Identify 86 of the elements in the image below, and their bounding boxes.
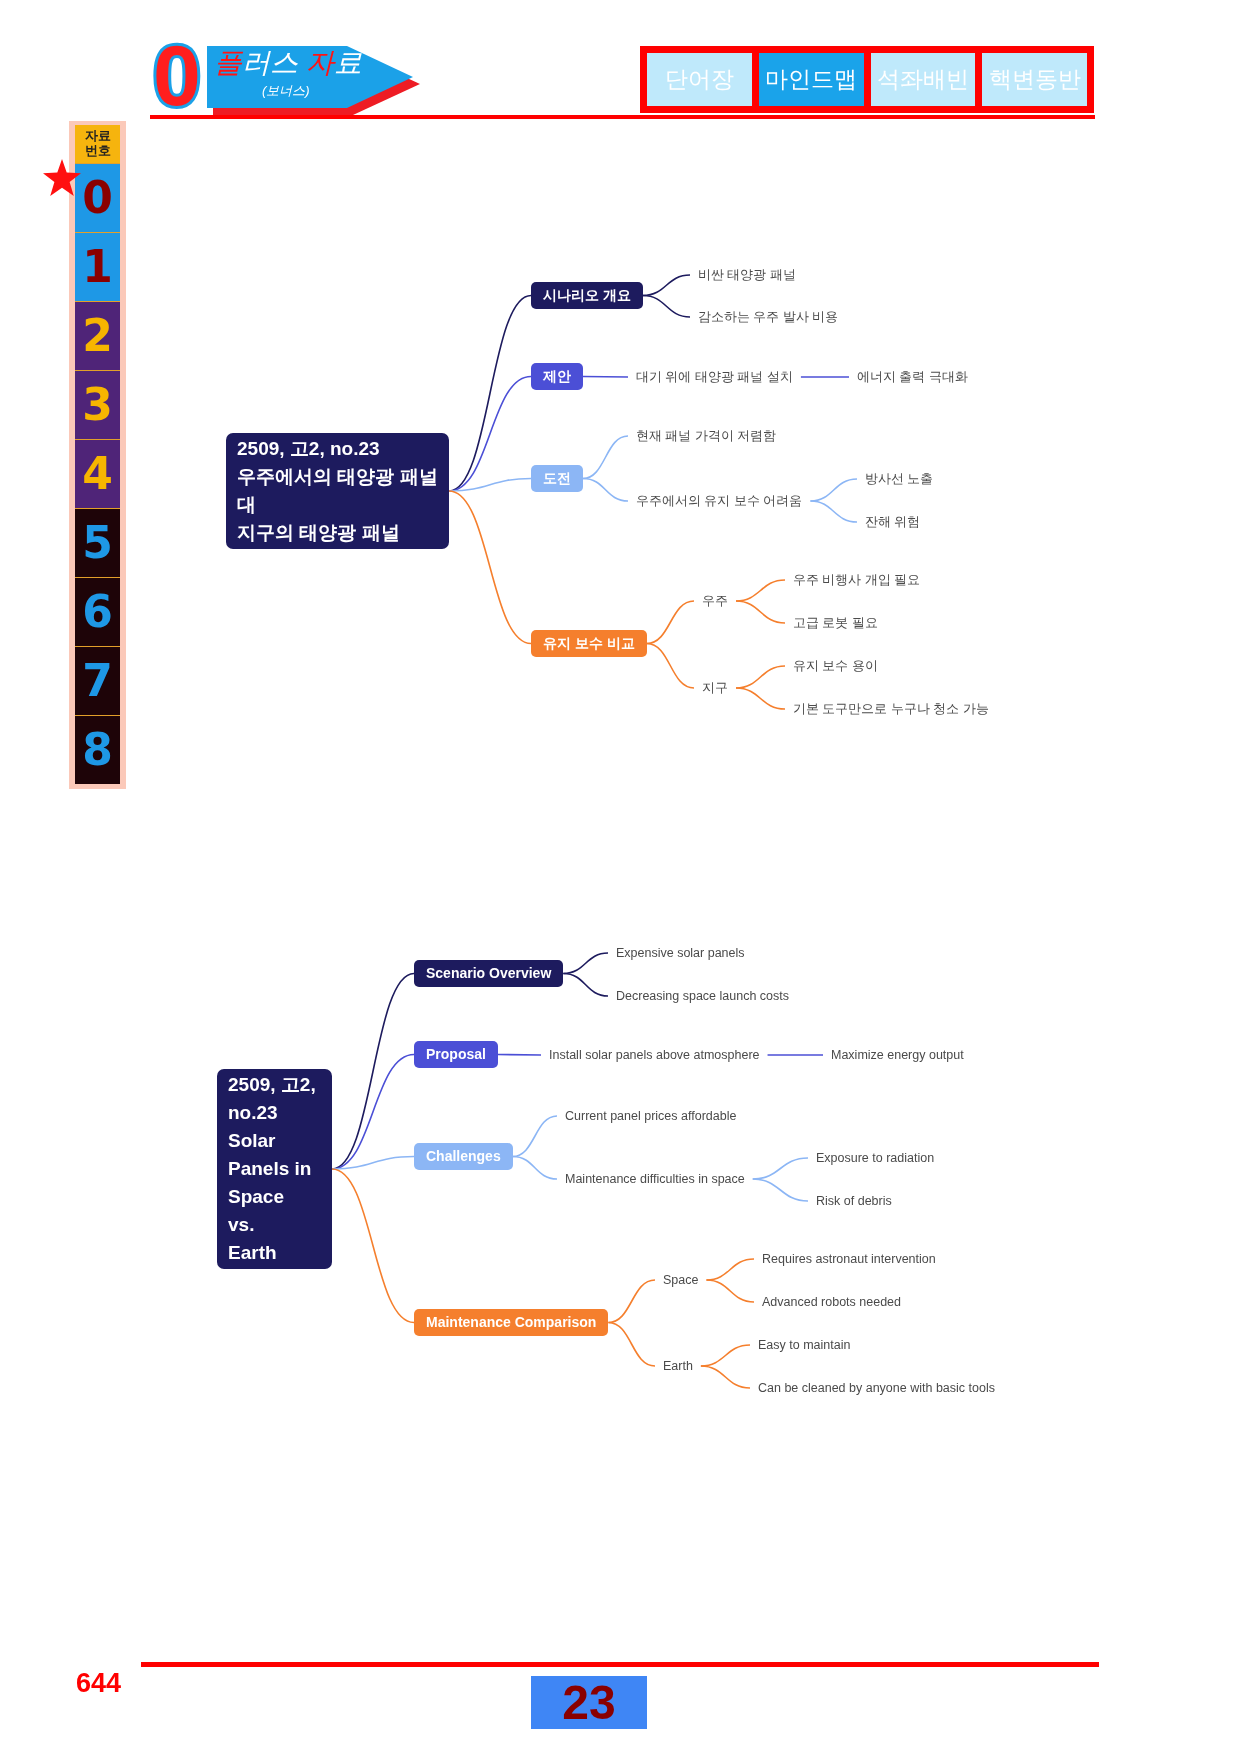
subtopic-text: 현재 패널 가격이 저렴함 — [628, 426, 785, 446]
subtopic-text: Maintenance difficulties in space — [557, 1169, 753, 1189]
connector — [562, 972, 609, 997]
connector — [735, 687, 786, 710]
number-tab: 0 — [75, 163, 120, 232]
connector — [646, 600, 695, 645]
subtopic-text: Decreasing space launch costs — [608, 986, 797, 1006]
subtopic-text: Risk of debris — [808, 1191, 900, 1211]
subtopic-text: Earth — [655, 1356, 701, 1376]
number-tab: 3 — [75, 370, 120, 439]
connector — [607, 1279, 656, 1324]
title-text: 2509, 고2, no.23 — [228, 1073, 317, 1125]
subtopic-text: Maximize energy output — [823, 1045, 972, 1065]
subtopic-text: 에너지 출력 극대화 — [849, 367, 976, 387]
subtopic-text: 지구 — [694, 678, 736, 698]
subtopic-text: Can be cleaned by anyone with basic tools — [750, 1378, 1003, 1398]
active-tab: 마인드맵 — [758, 53, 864, 106]
branch-topic: Challenges — [414, 1143, 513, 1170]
tab: 핵변동반 — [982, 53, 1087, 106]
connector — [705, 1279, 755, 1303]
subtopic-text: 대기 위에 태양광 패널 설치 — [628, 367, 801, 387]
branch-topic: Scenario Overview — [414, 960, 564, 987]
connector — [766, 1054, 824, 1056]
branch-topic: 유지 보수 비교 — [531, 630, 647, 657]
tab: 단어장 — [647, 53, 752, 106]
tab: 석좌배빈 — [870, 53, 976, 106]
question-number: 23 — [531, 1676, 647, 1729]
number-tab: 6 — [75, 577, 120, 646]
number-tab: 7 — [75, 646, 120, 715]
subtopic-text: 감소하는 우주 발사 비용 — [690, 307, 847, 327]
connector — [582, 477, 629, 502]
connector — [511, 1155, 558, 1180]
connector — [582, 375, 629, 378]
number-tab: 5 — [75, 508, 120, 577]
subtopic-text: 고급 로봇 필요 — [785, 613, 886, 633]
subtopic-text: Advanced robots needed — [754, 1292, 909, 1312]
connector — [607, 1321, 656, 1367]
branch-topic: Proposal — [414, 1041, 498, 1068]
connector — [642, 294, 691, 318]
central-topic — [217, 1069, 332, 1269]
connector — [700, 1365, 751, 1389]
connector — [800, 376, 850, 378]
connector — [809, 500, 858, 523]
subtopic-text: 우주 비행사 개입 필요 — [785, 570, 929, 590]
branch-topic: 제안 — [531, 363, 583, 390]
subtopic-text: Exposure to radiation — [808, 1148, 943, 1168]
connector — [751, 1178, 809, 1202]
subtopic-text: 유지 보수 용이 — [785, 656, 886, 676]
branch-topic: 시나리오 개요 — [531, 282, 643, 309]
number-tab: 4 — [75, 439, 120, 508]
connector — [582, 435, 629, 480]
sidebar-heading: 자료 번호 — [75, 125, 120, 163]
connector — [331, 1168, 415, 1324]
banner-subtitle: (보너스) — [262, 83, 310, 98]
subtopic-text: Requires astronaut intervention — [754, 1249, 944, 1269]
subtopic-text: 방사선 노출 — [857, 469, 942, 489]
connector — [646, 642, 695, 689]
branch-topic: Maintenance Comparison — [414, 1309, 609, 1336]
subtopic-text: Space — [655, 1270, 707, 1290]
subtopic-text: Easy to maintain — [750, 1335, 859, 1355]
number-tab: 1 — [75, 232, 120, 301]
subtopic-text: 기본 도구만으로 누구나 청소 가능 — [785, 699, 997, 719]
page-number: 644 — [76, 1668, 122, 1698]
branch-topic: 도전 — [531, 465, 583, 492]
subtopic-text: Expensive solar panels — [608, 943, 753, 963]
number-tab: 8 — [75, 715, 120, 784]
number-tab: 2 — [75, 301, 120, 370]
title-text: Earth — [228, 1241, 278, 1265]
subtopic-text: Install solar panels above atmosphere — [541, 1045, 768, 1065]
subtopic-text: 우주 — [694, 591, 736, 611]
connector — [511, 1115, 558, 1158]
connector — [497, 1053, 542, 1056]
banner-title: 플러스 자료 — [214, 47, 362, 79]
central-topic — [226, 433, 449, 549]
title-text: vs. — [228, 1213, 256, 1237]
subtopic-text: 비싼 태양광 패널 — [690, 265, 804, 285]
subtopic-text: Current panel prices affordable — [557, 1106, 745, 1126]
title-text: 2509, 고2, no.23 — [237, 437, 381, 461]
title-text: 지구의 태양광 패널 — [237, 521, 401, 545]
material-number: 0 — [153, 41, 201, 110]
connector — [448, 490, 532, 645]
subtopic-text: 우주에서의 유지 보수 어려움 — [628, 491, 811, 511]
connector — [735, 600, 786, 624]
title-text: 우주에서의 태양광 패널 — [237, 465, 438, 489]
title-text: 대 — [237, 493, 257, 517]
subtopic-text: 잔해 위험 — [857, 512, 929, 532]
